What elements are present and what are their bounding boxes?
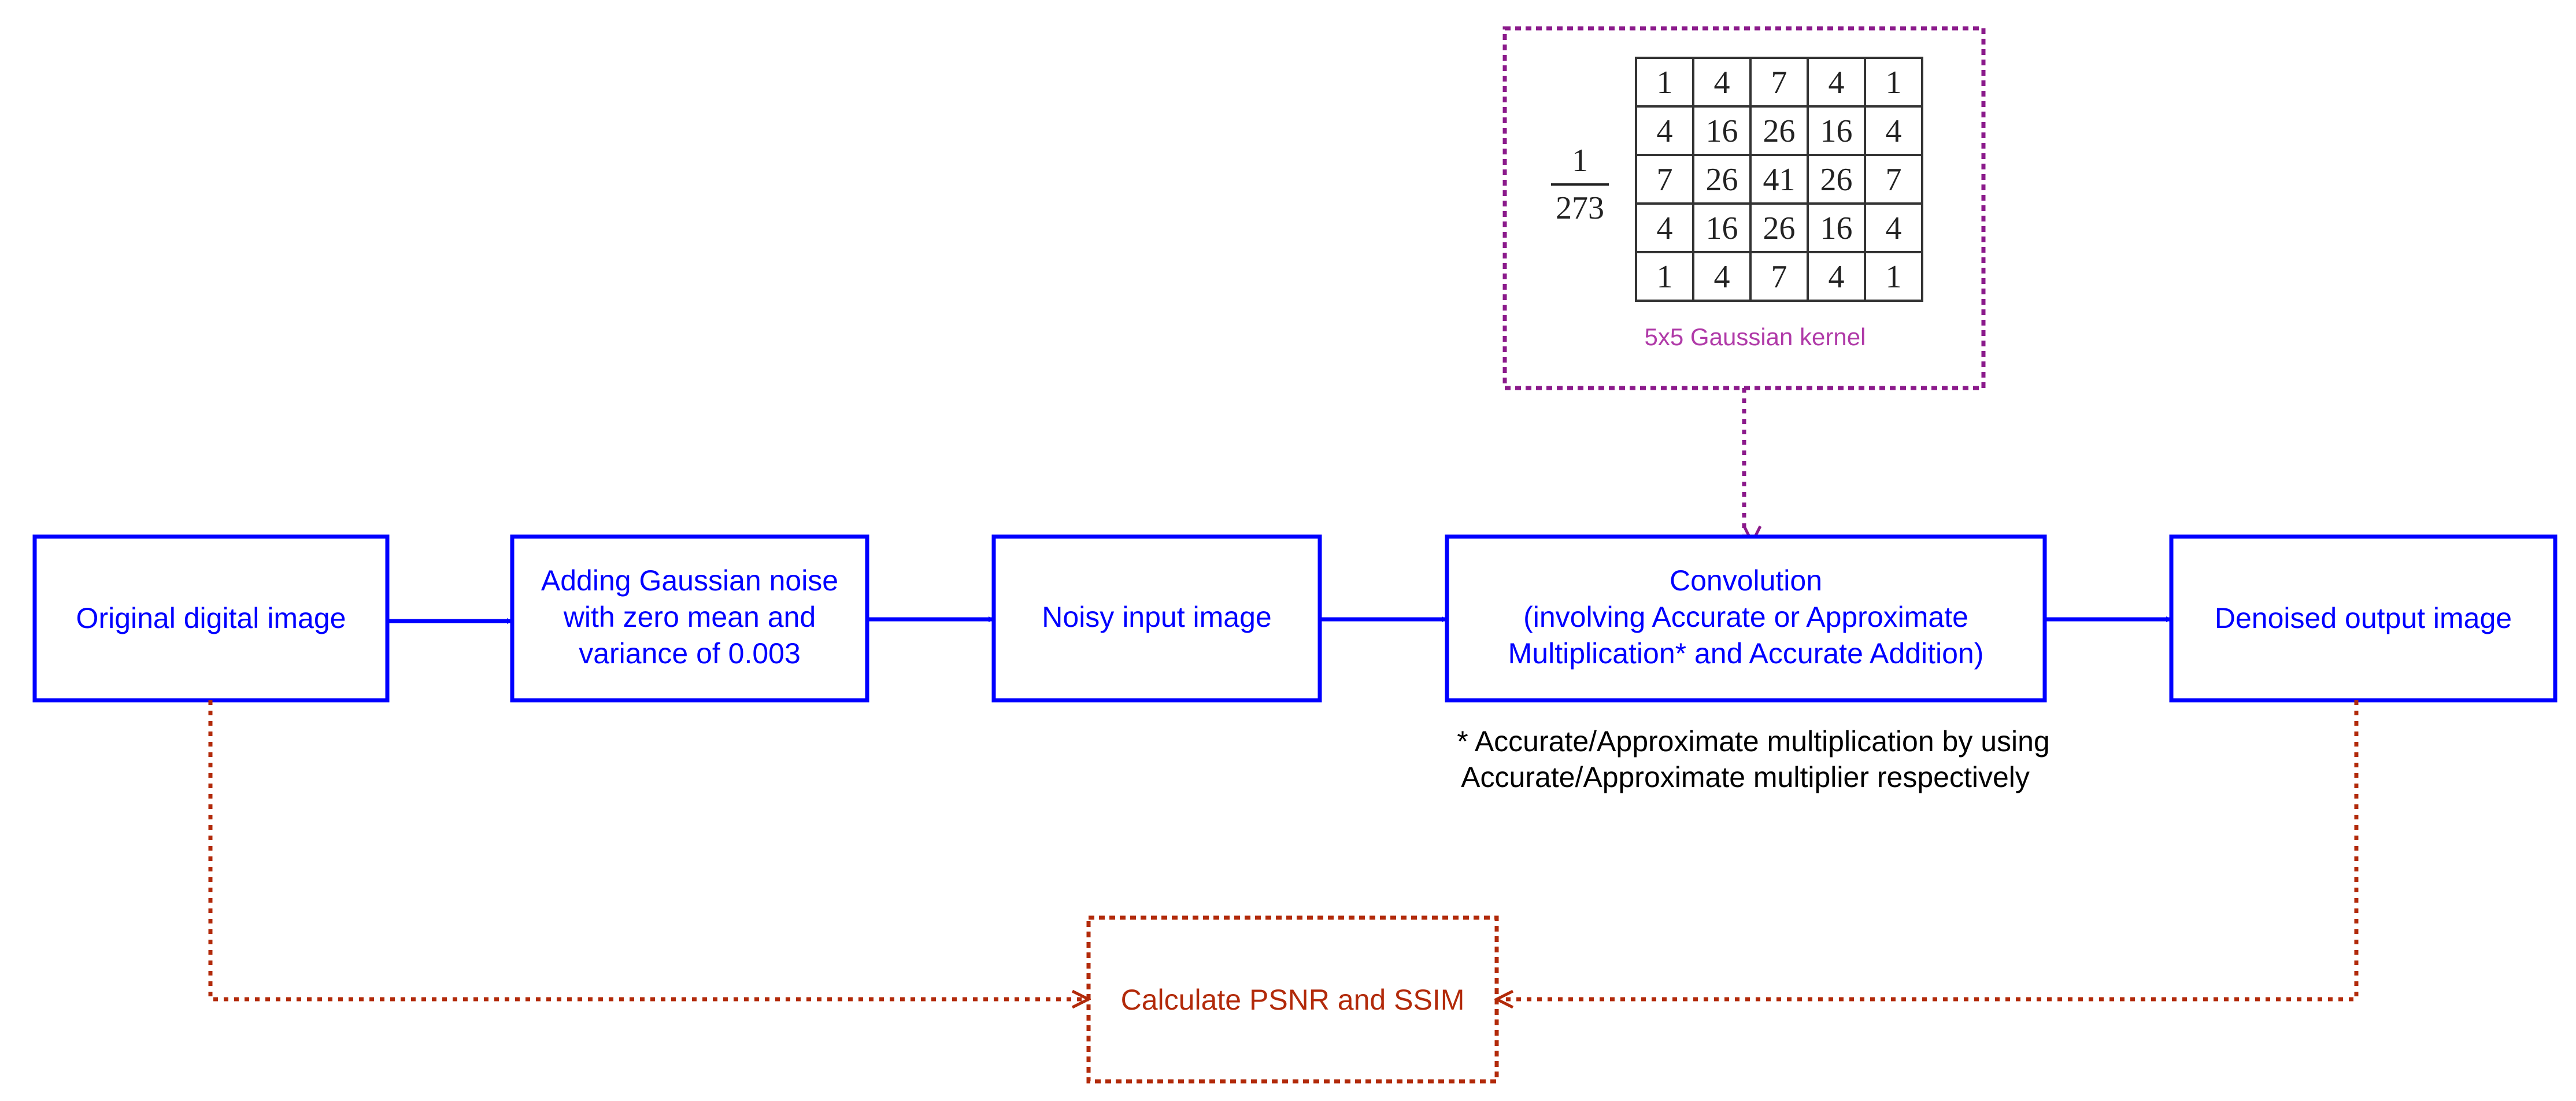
kernel-cell-value: 4 bbox=[1829, 259, 1845, 295]
kernel-cell bbox=[1807, 154, 1866, 205]
kernel-cell bbox=[1692, 251, 1752, 302]
kernel-cell-value: 16 bbox=[1820, 113, 1853, 149]
kernel-cell-value: 16 bbox=[1820, 210, 1853, 246]
kernel-cell-value: 26 bbox=[1706, 162, 1738, 198]
kernel-cell-value: 1 bbox=[1657, 65, 1673, 101]
noisy-image-box: Noisy input image bbox=[991, 534, 1322, 703]
kernel-cell-value: 26 bbox=[1763, 210, 1796, 246]
kernel-cell-value: 4 bbox=[1886, 210, 1902, 246]
kernel-cell-value: 4 bbox=[1657, 113, 1673, 149]
noisy-image-label: Noisy input image bbox=[1042, 601, 1271, 633]
kernel-cell bbox=[1807, 251, 1866, 302]
convolution-box: Convolution (involving Accurate or Appro… bbox=[1445, 534, 2047, 703]
kernel-cell bbox=[1635, 202, 1694, 253]
calculate-metrics-box: Calculate PSNR and SSIM bbox=[1086, 915, 1499, 1084]
original-image-label: Original digital image bbox=[76, 602, 346, 634]
kernel-cell-value: 4 bbox=[1657, 210, 1673, 246]
kernel-cell-value: 16 bbox=[1706, 210, 1738, 246]
kernel-cell-value: 1 bbox=[1886, 259, 1902, 295]
kernel-caption: 5x5 Gaussian kernel bbox=[1645, 323, 1866, 350]
convolution-line-2: (involving Accurate or Approximate bbox=[1523, 601, 1968, 633]
kernel-cell bbox=[1692, 154, 1752, 205]
fraction-denominator: 273 bbox=[1556, 190, 1604, 226]
kernel-cell bbox=[1807, 57, 1866, 108]
kernel-cell bbox=[1692, 57, 1752, 108]
add-noise-line-2: with zero mean and bbox=[563, 601, 816, 633]
kernel-cell-value: 7 bbox=[1886, 162, 1902, 198]
calculate-metrics-label: Calculate PSNR and SSIM bbox=[1121, 984, 1465, 1016]
fraction-numerator: 1 bbox=[1572, 143, 1588, 179]
convolution-line-1: Convolution bbox=[1670, 564, 1822, 597]
add-noise-box: Adding Gaussian noise with zero mean and… bbox=[510, 534, 869, 703]
denoised-image-label: Denoised output image bbox=[2215, 602, 2512, 634]
footnote-line-2: Accurate/Approximate multiplier respecti… bbox=[1461, 761, 2030, 793]
kernel-cell-value: 4 bbox=[1829, 65, 1845, 101]
add-noise-line-3: variance of 0.003 bbox=[579, 637, 801, 670]
kernel-fraction: 1 273 bbox=[1551, 143, 1609, 226]
convolution-line-3: Multiplication* and Accurate Addition) bbox=[1508, 637, 1984, 670]
add-noise-line-1: Adding Gaussian noise bbox=[541, 564, 838, 597]
kernel-cell bbox=[1635, 251, 1694, 302]
kernel-cell-value: 1 bbox=[1886, 65, 1902, 101]
kernel-cell bbox=[1635, 154, 1694, 205]
kernel-cell-value: 1 bbox=[1657, 259, 1673, 295]
kernel-cell bbox=[1864, 57, 1923, 108]
kernel-cell bbox=[1692, 105, 1752, 156]
kernel-cell-value: 4 bbox=[1714, 259, 1730, 295]
kernel-cell bbox=[1692, 202, 1752, 253]
kernel-cell-value: 7 bbox=[1771, 65, 1787, 101]
kernel-cell-value: 41 bbox=[1763, 162, 1796, 198]
kernel-cell bbox=[1864, 154, 1923, 205]
kernel-cell bbox=[1807, 105, 1866, 156]
kernel-cell bbox=[1864, 251, 1923, 302]
kernel-cell-value: 26 bbox=[1820, 162, 1853, 198]
kernel-cell bbox=[1749, 251, 1809, 302]
kernel-cell-value: 7 bbox=[1771, 259, 1787, 295]
kernel-cell bbox=[1635, 105, 1694, 156]
original-image-box: Original digital image bbox=[32, 534, 390, 703]
original-to-metrics-connector bbox=[208, 700, 1089, 999]
kernel-cell-value: 4 bbox=[1714, 65, 1730, 101]
kernel-cell bbox=[1635, 57, 1694, 108]
kernel-cell-value: 26 bbox=[1763, 113, 1796, 149]
denoised-image-box: Denoised output image bbox=[2169, 534, 2558, 703]
kernel-cell bbox=[1749, 154, 1809, 205]
kernel-cell-value: 16 bbox=[1706, 113, 1738, 149]
kernel-cell bbox=[1807, 202, 1866, 253]
kernel-cell-value: 4 bbox=[1886, 113, 1902, 149]
kernel-cell bbox=[1864, 105, 1923, 156]
footnote-line-1: * Accurate/Approximate multiplication by… bbox=[1457, 725, 2050, 758]
kernel-cell-value: 7 bbox=[1657, 162, 1673, 198]
